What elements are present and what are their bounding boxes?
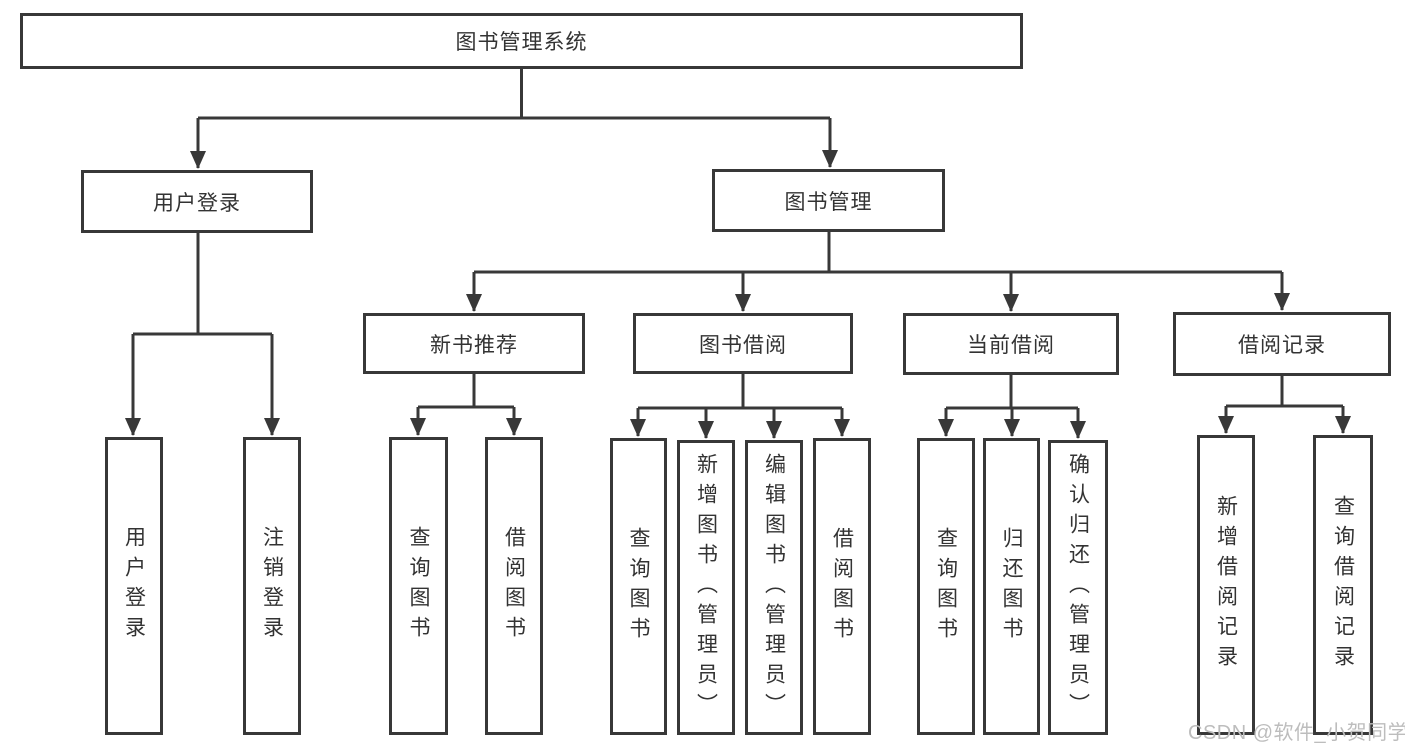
leaf-query-book-current: 查询图书: [917, 438, 975, 735]
connector-book-borrow-children: [630, 374, 850, 439]
leaf-query-book-recommend: 查询图书: [389, 437, 448, 735]
node-book-borrow: 图书借阅: [633, 313, 853, 374]
leaf-logout: 注销登录: [243, 437, 301, 735]
leaf-query-book-borrow-label: 查询图书: [627, 526, 651, 647]
connector-root-to-level2: [190, 69, 838, 169]
leaf-borrow-book: 借阅图书: [813, 438, 871, 735]
node-book-management: 图书管理: [712, 169, 945, 232]
leaf-query-book-borrow: 查询图书: [610, 438, 667, 735]
leaf-user-login: 用户登录: [105, 437, 163, 735]
leaf-return-book: 归还图书: [983, 438, 1040, 735]
connector-new-book-children: [410, 374, 522, 436]
leaf-borrow-book-label: 借阅图书: [830, 526, 854, 647]
node-new-book-recommend: 新书推荐: [363, 313, 585, 374]
connector-user-login-children: [125, 233, 280, 436]
connector-book-mgmt-children: [466, 232, 1290, 312]
connector-current-borrow-children: [938, 375, 1086, 439]
leaf-query-book-current-label: 查询图书: [934, 526, 958, 647]
leaf-borrow-book-recommend-label: 借阅图书: [502, 526, 526, 646]
leaf-add-borrow-record: 新增借阅记录: [1197, 435, 1255, 735]
node-user-login: 用户登录: [81, 170, 313, 233]
leaf-return-book-label: 归还图书: [1000, 526, 1024, 647]
leaf-user-login-label: 用户登录: [122, 526, 146, 646]
leaf-query-book-recommend-label: 查询图书: [407, 526, 431, 646]
leaf-borrow-book-recommend: 借阅图书: [485, 437, 543, 735]
leaf-add-borrow-record-label: 新增借阅记录: [1214, 495, 1238, 675]
watermark: CSDN @软件_小贺同学: [1188, 722, 1405, 744]
node-library-management-system: 图书管理系统: [20, 13, 1023, 69]
connector-borrow-record-children: [1218, 376, 1351, 434]
leaf-confirm-return-admin-label: 确认归还（管理员）: [1066, 452, 1090, 723]
leaf-logout-label: 注销登录: [260, 526, 284, 646]
node-current-borrow: 当前借阅: [903, 313, 1119, 375]
leaf-add-book-admin: 新增图书（管理员）: [677, 440, 735, 735]
node-borrow-record: 借阅记录: [1173, 312, 1391, 376]
leaf-query-borrow-record-label: 查询借阅记录: [1331, 495, 1355, 675]
leaf-query-borrow-record: 查询借阅记录: [1313, 435, 1373, 735]
leaf-add-book-admin-label: 新增图书（管理员）: [694, 452, 718, 723]
leaf-edit-book-admin-label: 编辑图书（管理员）: [762, 452, 786, 723]
leaf-edit-book-admin: 编辑图书（管理员）: [745, 440, 803, 735]
leaf-confirm-return-admin: 确认归还（管理员）: [1048, 440, 1108, 735]
